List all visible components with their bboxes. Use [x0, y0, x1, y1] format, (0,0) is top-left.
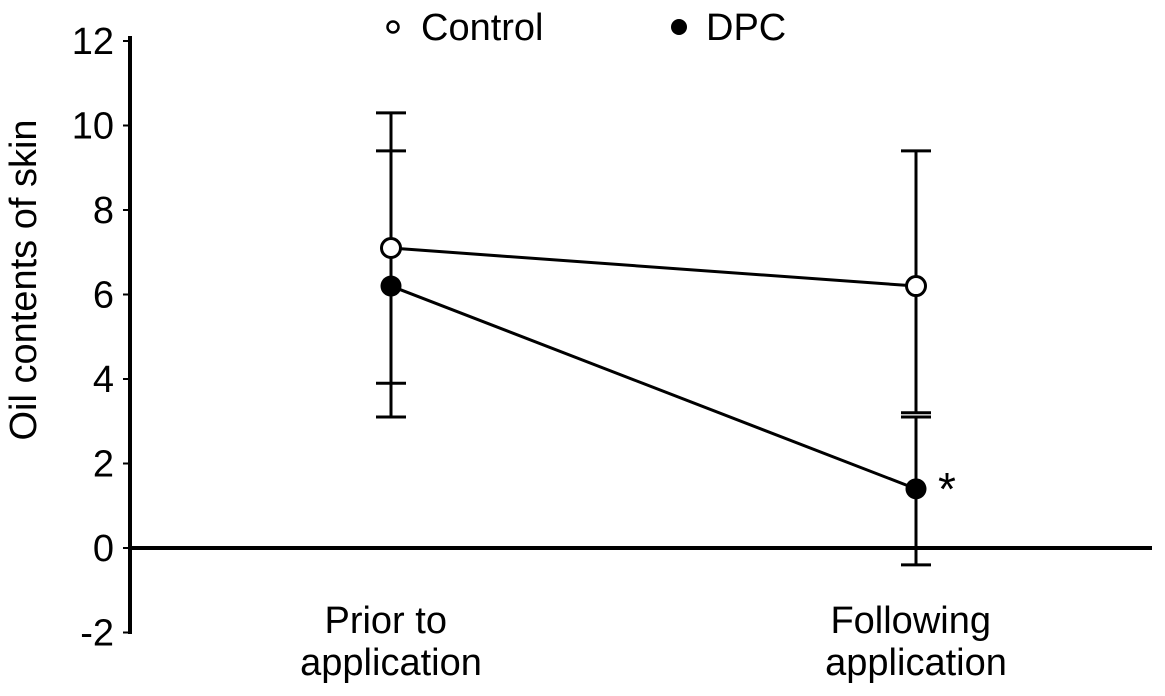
y-tick-label: 6 — [93, 275, 114, 317]
y-axis-title: Oil contents of skin — [3, 119, 45, 440]
marker-control-1 — [905, 275, 927, 298]
legend: Control DPC — [386, 7, 786, 49]
y-tick-label: 10 — [72, 106, 114, 148]
y-tick-label: 2 — [93, 444, 114, 486]
category-label-following: Following application — [825, 600, 1007, 684]
legend-label-control: Control — [421, 7, 544, 49]
legend-label-dpc: DPC — [706, 7, 786, 49]
plot-area: * — [376, 111, 956, 567]
y-tick-label: 0 — [93, 528, 114, 570]
marker-control-0 — [380, 237, 402, 260]
series-line-control — [390, 246, 917, 288]
legend-open-circle-icon — [386, 20, 400, 34]
marker-dpc-1 — [905, 478, 927, 500]
axes: 12 10 8 6 4 2 0 -2 — [72, 21, 1152, 655]
x-axis-labels: Prior to application Following applicati… — [300, 600, 1007, 684]
y-tick-label: 12 — [72, 21, 114, 63]
y-tick-label: 4 — [93, 359, 114, 401]
y-tick-label: 8 — [93, 190, 114, 232]
marker-dpc-0 — [380, 275, 402, 297]
legend-filled-circle-icon — [671, 19, 687, 35]
series-line-dpc — [390, 284, 917, 491]
y-tick-label: -2 — [80, 613, 114, 655]
category-label-prior: Prior to application — [300, 600, 482, 684]
significance-asterisk: * — [938, 463, 956, 515]
